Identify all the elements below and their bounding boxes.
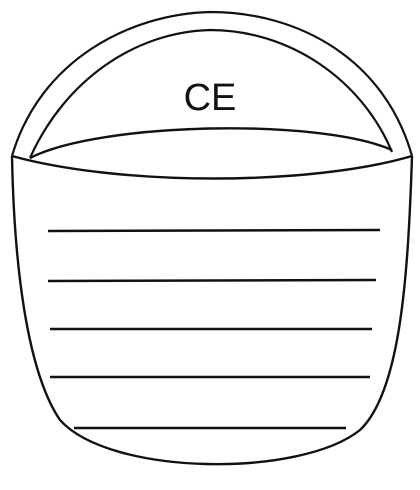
basket-rim-front: [12, 156, 412, 179]
weave-line-1: [48, 230, 380, 231]
basket-body: [12, 156, 412, 464]
basket-rim-back: [30, 128, 392, 158]
basket-label: CE: [160, 70, 260, 126]
weave-line-2: [48, 280, 376, 281]
basket-weave-lines: [48, 230, 380, 428]
